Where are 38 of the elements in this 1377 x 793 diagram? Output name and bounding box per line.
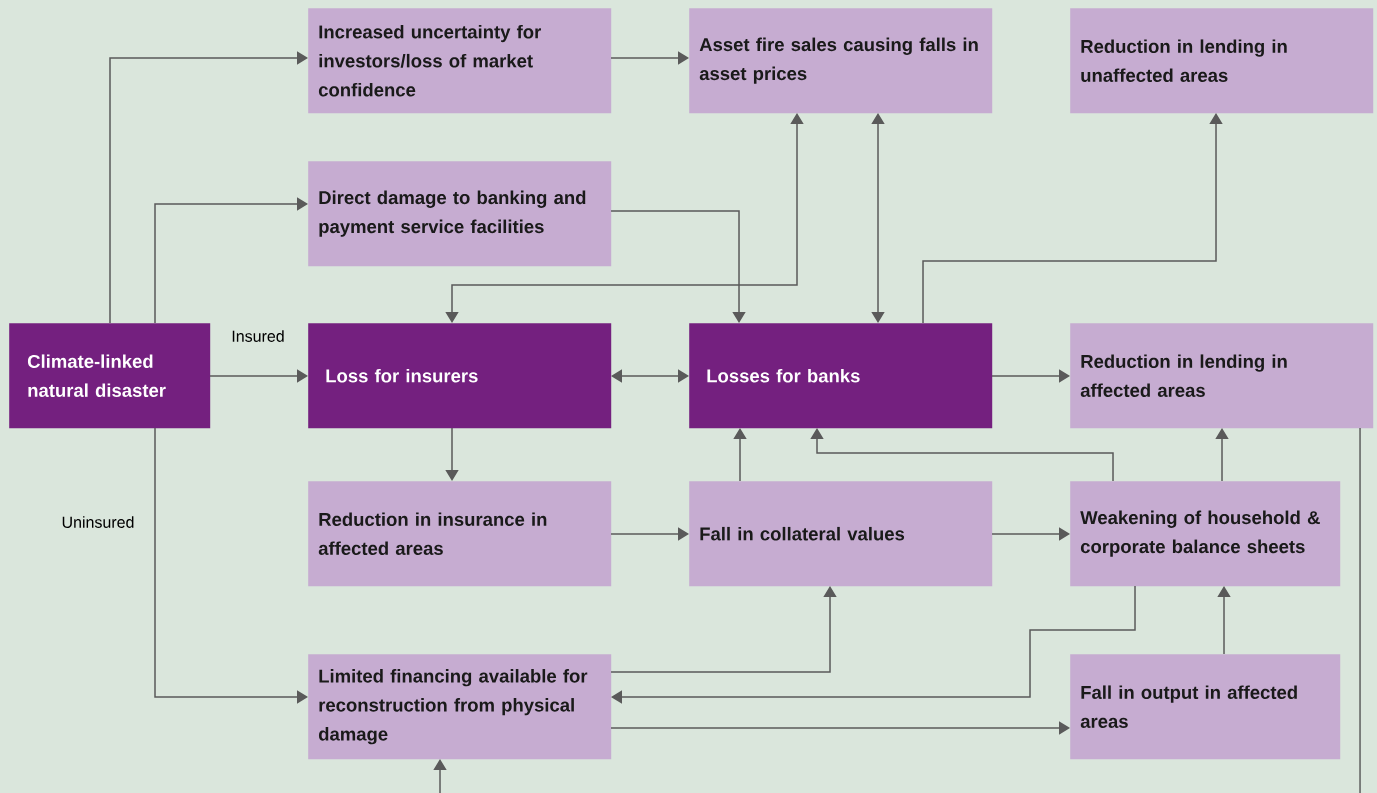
arrow [109, 51, 308, 324]
connector-line [1359, 427, 1361, 793]
arrow [991, 369, 1070, 383]
process-box: Reduction in lending in affected areas [1070, 323, 1374, 429]
process-box: Fall in output in affected areas [1070, 654, 1341, 760]
arrow [209, 369, 308, 383]
highlighted-box: Losses for banks [689, 323, 993, 429]
arrow [610, 51, 689, 65]
arrow [922, 113, 1223, 324]
arrow [610, 527, 689, 541]
arrow [733, 428, 747, 482]
arrow [433, 759, 447, 793]
arrow [1215, 428, 1229, 482]
arrow [610, 586, 837, 673]
arrow [611, 585, 1136, 704]
arrow [810, 428, 1114, 482]
process-box: Limited financing available for reconstruction from physical damage [308, 654, 612, 760]
process-box: Direct damage to banking and payment service facilities [308, 161, 612, 267]
process-box: Weakening of household & corporate balance sheets [1070, 481, 1341, 587]
arrow [1217, 586, 1231, 655]
process-box: Asset fire sales causing falls in asset prices [689, 8, 993, 114]
arrow [445, 427, 459, 481]
arrow [154, 197, 308, 324]
arrow [611, 369, 689, 383]
process-box: Increased uncertainty for investors/loss of market confidence [308, 8, 612, 114]
process-box: Reduction in lending in unaffected areas [1070, 8, 1374, 114]
arrow [991, 527, 1070, 541]
process-box: Reduction in insurance in affected areas [308, 481, 612, 587]
process-box: Fall in collateral values [689, 481, 993, 587]
edge-label: Uninsured [59, 514, 137, 530]
edge-label: Insured [229, 328, 287, 344]
arrow [871, 113, 885, 323]
highlighted-box: Loss for insurers [308, 323, 612, 429]
arrow [445, 113, 804, 323]
arrow [610, 721, 1070, 735]
arrow [154, 427, 308, 704]
highlighted-box: Climate-linked natural disaster [9, 323, 211, 429]
arrow [610, 210, 746, 323]
